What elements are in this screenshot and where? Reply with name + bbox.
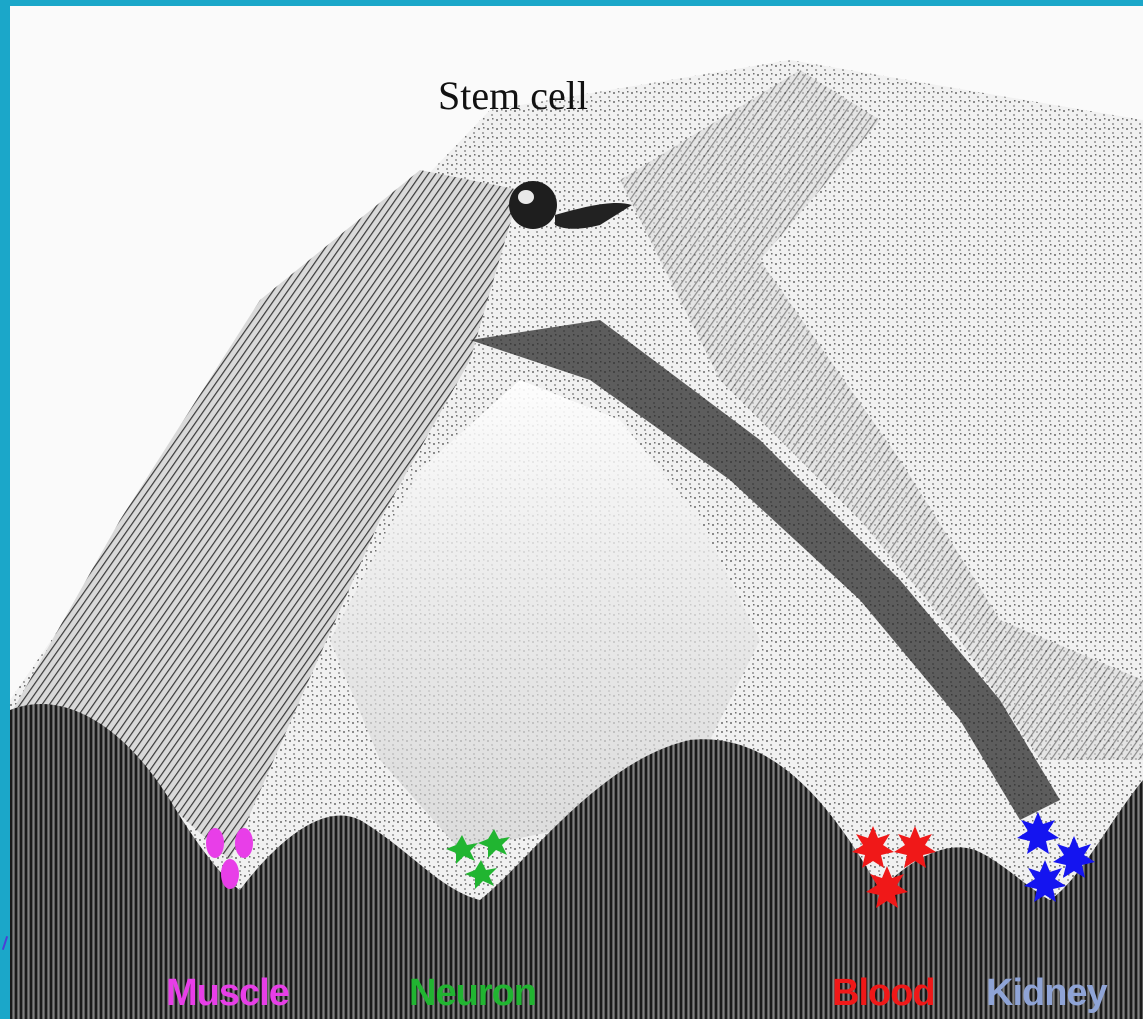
oval-cell-icon bbox=[206, 828, 224, 858]
slide-frame-top bbox=[0, 0, 1143, 6]
stem-cell-label: Stem cell bbox=[438, 72, 588, 119]
slide-frame-left bbox=[0, 0, 10, 1019]
oval-cell-icon bbox=[221, 859, 239, 889]
blood-label: Blood bbox=[832, 972, 935, 1015]
oval-cell-icon bbox=[235, 828, 253, 858]
stem-cell-ball bbox=[509, 181, 557, 229]
muscle-label: Muscle bbox=[166, 972, 289, 1015]
neuron-label: Neuron bbox=[409, 972, 536, 1015]
kidney-label: Kidney bbox=[986, 972, 1107, 1015]
